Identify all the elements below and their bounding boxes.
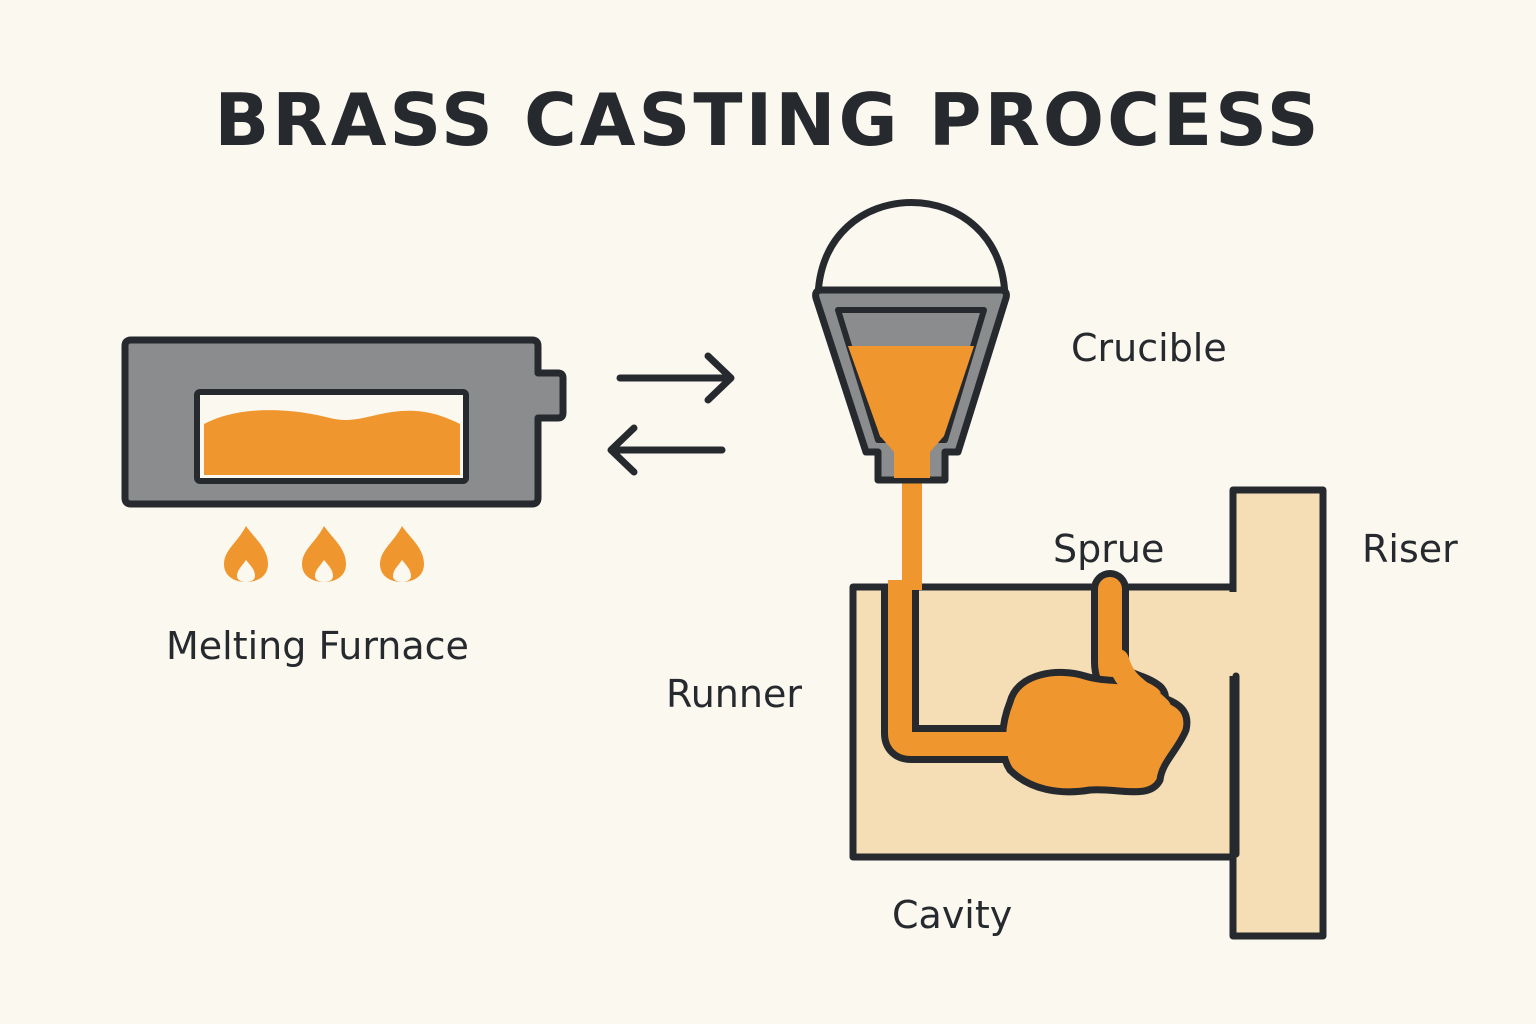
label-sprue: Sprue (1053, 527, 1165, 571)
mold (849, 486, 1327, 940)
flame-icon (224, 526, 268, 582)
riser (1229, 486, 1327, 940)
pouring-stream (902, 470, 922, 590)
crucible-handle (814, 199, 1009, 304)
burner-flames (224, 526, 424, 582)
furnace-molten-brass (204, 410, 460, 475)
arrow-left-icon (607, 424, 726, 476)
arrow-right-icon (616, 352, 735, 404)
transfer-arrows (607, 352, 735, 476)
melting-furnace (121, 336, 567, 508)
flame-icon (302, 526, 346, 582)
label-crucible: Crucible (1071, 326, 1227, 370)
flame-icon (380, 526, 424, 582)
label-runner: Runner (666, 672, 802, 716)
crucible-spout (880, 436, 944, 478)
label-cavity: Cavity (892, 893, 1013, 937)
label-melting-furnace: Melting Furnace (166, 624, 469, 668)
page-title: BRASS CASTING PROCESS (214, 78, 1322, 162)
label-riser: Riser (1362, 527, 1458, 571)
crucible (812, 199, 1010, 484)
crucible-molten-brass (848, 346, 974, 436)
